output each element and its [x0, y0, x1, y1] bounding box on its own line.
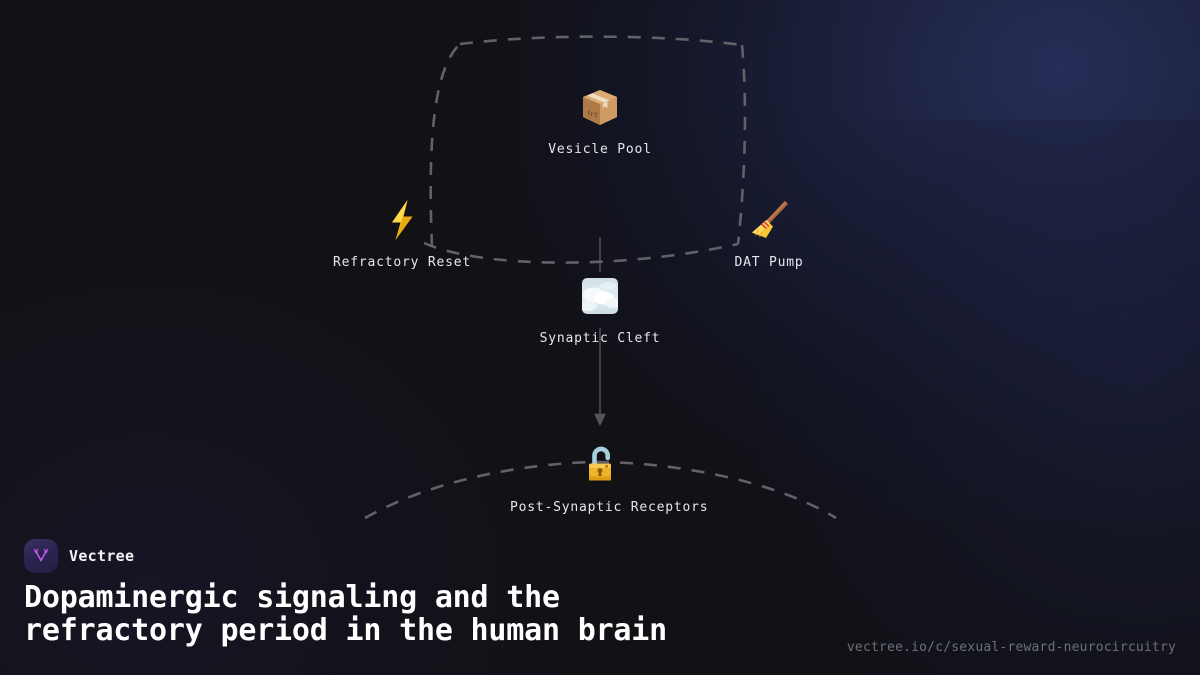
page-title-line-2: refractory period in the human brain: [24, 613, 668, 648]
brand-name: Vectree: [69, 547, 135, 565]
page-title: Dopaminergic signaling and the refractor…: [24, 581, 824, 647]
foggy-emoji: [510, 273, 690, 321]
edge-refractory-reset-to-vesicle-pool: [429, 43, 461, 248]
page-title-line-1: Dopaminergic signaling and the: [24, 580, 560, 615]
broom-emoji: [679, 197, 859, 245]
diagram-node-post-synaptic-receptors[interactable]: Post-Synaptic Receptors: [510, 442, 709, 515]
diagram-node-label: Refractory Reset: [332, 255, 472, 270]
unlocked-padlock-emoji: [510, 442, 690, 490]
diagram-canvas: Vesicle Pool Refractory Reset: [312, 35, 859, 520]
high-voltage-emoji: [312, 197, 492, 245]
diagram-node-refractory-reset[interactable]: Refractory Reset: [312, 197, 492, 270]
page-url: vectree.io/c/sexual-reward-neurocircuitr…: [846, 640, 1176, 655]
edge-vesicle-pool-dashed-top: [459, 35, 743, 47]
package-emoji: [510, 84, 690, 132]
diagram-node-vesicle-pool[interactable]: Vesicle Pool: [510, 84, 690, 157]
brand[interactable]: Vectree: [24, 539, 134, 573]
diagram-node-label: Post-Synaptic Receptors: [510, 500, 709, 515]
footer: Vectree Dopaminergic signaling and the r…: [0, 535, 1200, 675]
diagram-node-label: DAT Pump: [734, 255, 804, 270]
diagram-node-label: Vesicle Pool: [548, 142, 652, 157]
vectree-logo-icon: [24, 539, 58, 573]
diagram-node-synaptic-cleft[interactable]: Synaptic Cleft: [510, 273, 690, 346]
diagram-node-dat-pump[interactable]: DAT Pump: [679, 197, 859, 270]
diagram-node-label: Synaptic Cleft: [539, 331, 661, 346]
